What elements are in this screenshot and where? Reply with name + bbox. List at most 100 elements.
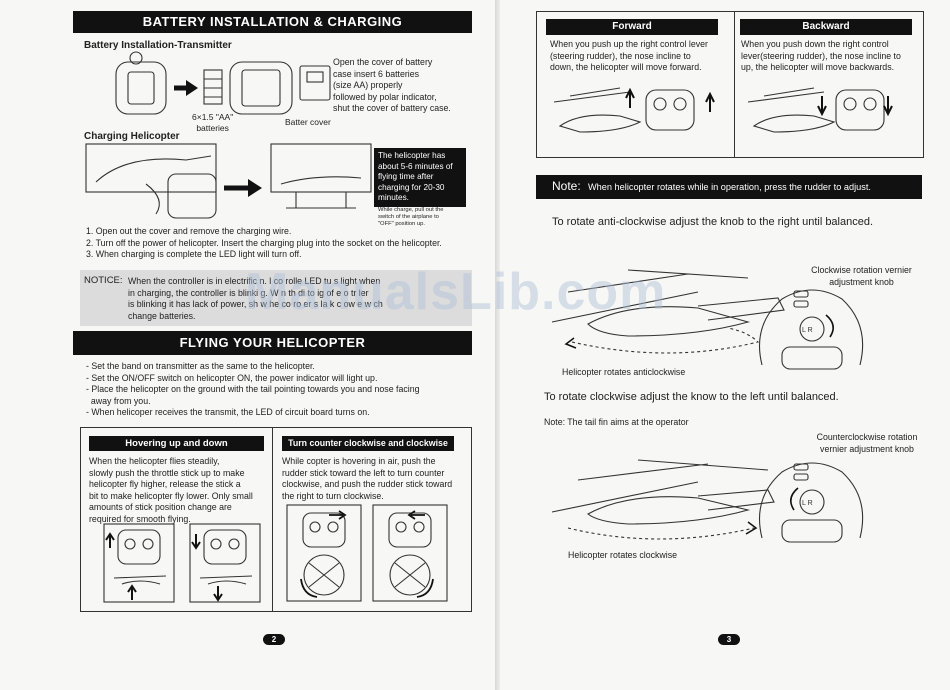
forward-backward-panel [536, 11, 924, 158]
panel-divider [272, 427, 274, 611]
text-line: While charge, pull out the [378, 207, 444, 213]
step-line: - Place the helicopter on the ground wit… [86, 384, 420, 394]
page-number: 3 [718, 634, 740, 645]
clockwise-caption: Helicopter rotates clockwise [568, 550, 678, 560]
charging-illustration [85, 143, 372, 219]
battery-label-line: 6×1.5 "AA" [192, 112, 234, 122]
anticlockwise-caption: Helicopter rotates anticlockwise [562, 367, 686, 377]
clockwise-helicopter [551, 459, 775, 540]
right-page: Forward When you push up the right contr… [500, 0, 950, 690]
text-line: rudder stick toward the left to turn cou… [282, 467, 445, 478]
text-line: bit to make helicopter fly lower. Only s… [89, 490, 253, 501]
knob-letters: L R [802, 500, 813, 507]
text-line: (steering rudder), the nose incline to [550, 50, 691, 61]
charging-heading: Charging Helicopter [84, 131, 180, 142]
turn-text: While copter is hovering in air, push th… [282, 456, 452, 502]
watermark: ManualsLib.com [245, 263, 667, 321]
step-line: away from you. [86, 395, 151, 406]
text-line: When you push down the right control [741, 39, 889, 49]
clockwise-knob-illustration: L R [758, 289, 864, 370]
forward-text: When you push up the right control lever… [550, 39, 708, 74]
knob-letters: L R [802, 327, 813, 334]
backward-illustration [747, 87, 893, 133]
note-label: Note: [552, 179, 581, 193]
page-gutter [495, 0, 500, 690]
text-line: Clockwise rotation vernier [811, 265, 912, 275]
text-line: shut the cover of battery case. [333, 103, 451, 113]
notice-box [80, 270, 472, 326]
flying-steps: - Set the band on transmitter as the sam… [86, 361, 420, 419]
text-line: The helicopter has [378, 151, 446, 160]
text-line: "OFF" position up. [378, 221, 425, 227]
text-line: Counterclockwise rotation [816, 432, 918, 442]
text-line: up, the helicopter will move backwards. [741, 62, 895, 72]
turn-title: Turn counter clockwise and clockwise [282, 436, 454, 451]
text-line: lever(steering rudder), the nose incline… [741, 50, 901, 61]
text-line: When you push up the right control lever [550, 39, 708, 49]
anticlockwise-helicopter [551, 269, 785, 354]
transmitter-illustration [115, 51, 331, 115]
note-bar: Note: When helicopter rotates while in o… [536, 175, 922, 199]
text-line: (size AA) properly [333, 80, 403, 90]
hover-title: Hovering up and down [89, 436, 264, 451]
text-line: adjustment knob [829, 276, 894, 287]
step-line: - When helicoper receives the transmit, … [86, 407, 370, 417]
step-line: - Set the ON/OFF switch on helicopter ON… [86, 372, 378, 383]
text-line: is blinking it has lack of power, sh w h… [128, 299, 383, 309]
charging-steps: 1. Open out the cover and remove the cha… [86, 226, 442, 261]
text-line: amounts of stick position change are [89, 502, 232, 512]
text-line: down, the helicopter will move forward. [550, 62, 702, 72]
forward-title: Forward [546, 19, 718, 35]
backward-text: When you push down the right control lev… [741, 39, 901, 74]
text-line: vernier adjustment knob [820, 443, 914, 454]
turn-illustration [286, 504, 448, 602]
battery-label-line: batteries [196, 123, 229, 133]
cover-label: Batter cover [285, 117, 331, 127]
clockwise-knob-label: Clockwise rotation vernier adjustment kn… [809, 265, 914, 288]
text-line: When the helicopter flies steadily, [89, 456, 220, 466]
transmitter-heading: Battery Installation-Transmitter [84, 40, 232, 51]
note-text: When helicopter rotates while in operati… [588, 182, 871, 192]
clockwise-instruction: To rotate clockwise adjust the know to t… [544, 391, 839, 403]
step-line: 3. When charging is complete the LED lig… [86, 249, 302, 259]
text-line: helicopter fly higher, release the stick… [89, 479, 241, 489]
text-line: While copter is hovering in air, push th… [282, 456, 436, 466]
battery-banner: BATTERY INSTALLATION & CHARGING [73, 11, 472, 33]
notice-label: NOTICE: [84, 275, 123, 286]
text-line: minutes. [378, 193, 409, 202]
panel-divider [734, 11, 736, 157]
text-line: required for smooth flying. [89, 513, 191, 524]
hover-illustration [103, 523, 261, 603]
text-line: followed by polar indicator, [333, 91, 437, 102]
text-line: When the controller is in electrific n. … [128, 276, 381, 286]
battery-label: 6×1.5 "AA" batteries [192, 112, 233, 134]
hover-text: When the helicopter flies steadily, slow… [89, 456, 253, 525]
page-number: 2 [263, 634, 285, 645]
text-line: slowly push the throttle stick up to mak… [89, 467, 245, 478]
charging-note: While charge, pull out the switch of the… [378, 207, 443, 228]
notice-text: When the controller is in electrific n. … [128, 276, 383, 322]
text-line: switch of the airplane to [378, 214, 439, 220]
counter-knob-label: Counterclockwise rotation vernier adjust… [806, 432, 928, 455]
charging-callout: The helicopter has about 5-6 minutes of … [374, 148, 466, 207]
text-line: the right to turn clockwise. [282, 490, 384, 501]
flying-banner: FLYING YOUR HELICOPTER [73, 331, 472, 355]
counter-knob-illustration: L R [758, 462, 864, 543]
text-line: about 5-6 minutes of [378, 161, 453, 171]
backward-title: Backward [740, 19, 912, 35]
left-page: BATTERY INSTALLATION & CHARGING Battery … [73, 11, 472, 645]
text-line: clockwise, and push the rudder stick tow… [282, 479, 453, 489]
text-line: charging for 20-30 [378, 182, 445, 192]
text-line: Open the cover of battery [333, 57, 433, 67]
step-line: 2. Turn off the power of helicopter. Ins… [86, 237, 442, 248]
text-line: in charging, the controller is blinki g.… [128, 287, 369, 298]
text-line: case insert 6 batteries [333, 68, 420, 79]
transmitter-text: Open the cover of battery case insert 6 … [333, 57, 451, 115]
anticlockwise-instruction: To rotate anti-clockwise adjust the knob… [552, 216, 874, 228]
step-line: 1. Open out the cover and remove the cha… [86, 226, 292, 236]
text-line: change batteries. [128, 310, 196, 321]
text-line: flying time after [378, 172, 434, 181]
forward-illustration [553, 87, 715, 133]
tail-note: Note: The tail fin aims at the operator [544, 417, 689, 427]
step-line: - Set the band on transmitter as the sam… [86, 361, 315, 371]
